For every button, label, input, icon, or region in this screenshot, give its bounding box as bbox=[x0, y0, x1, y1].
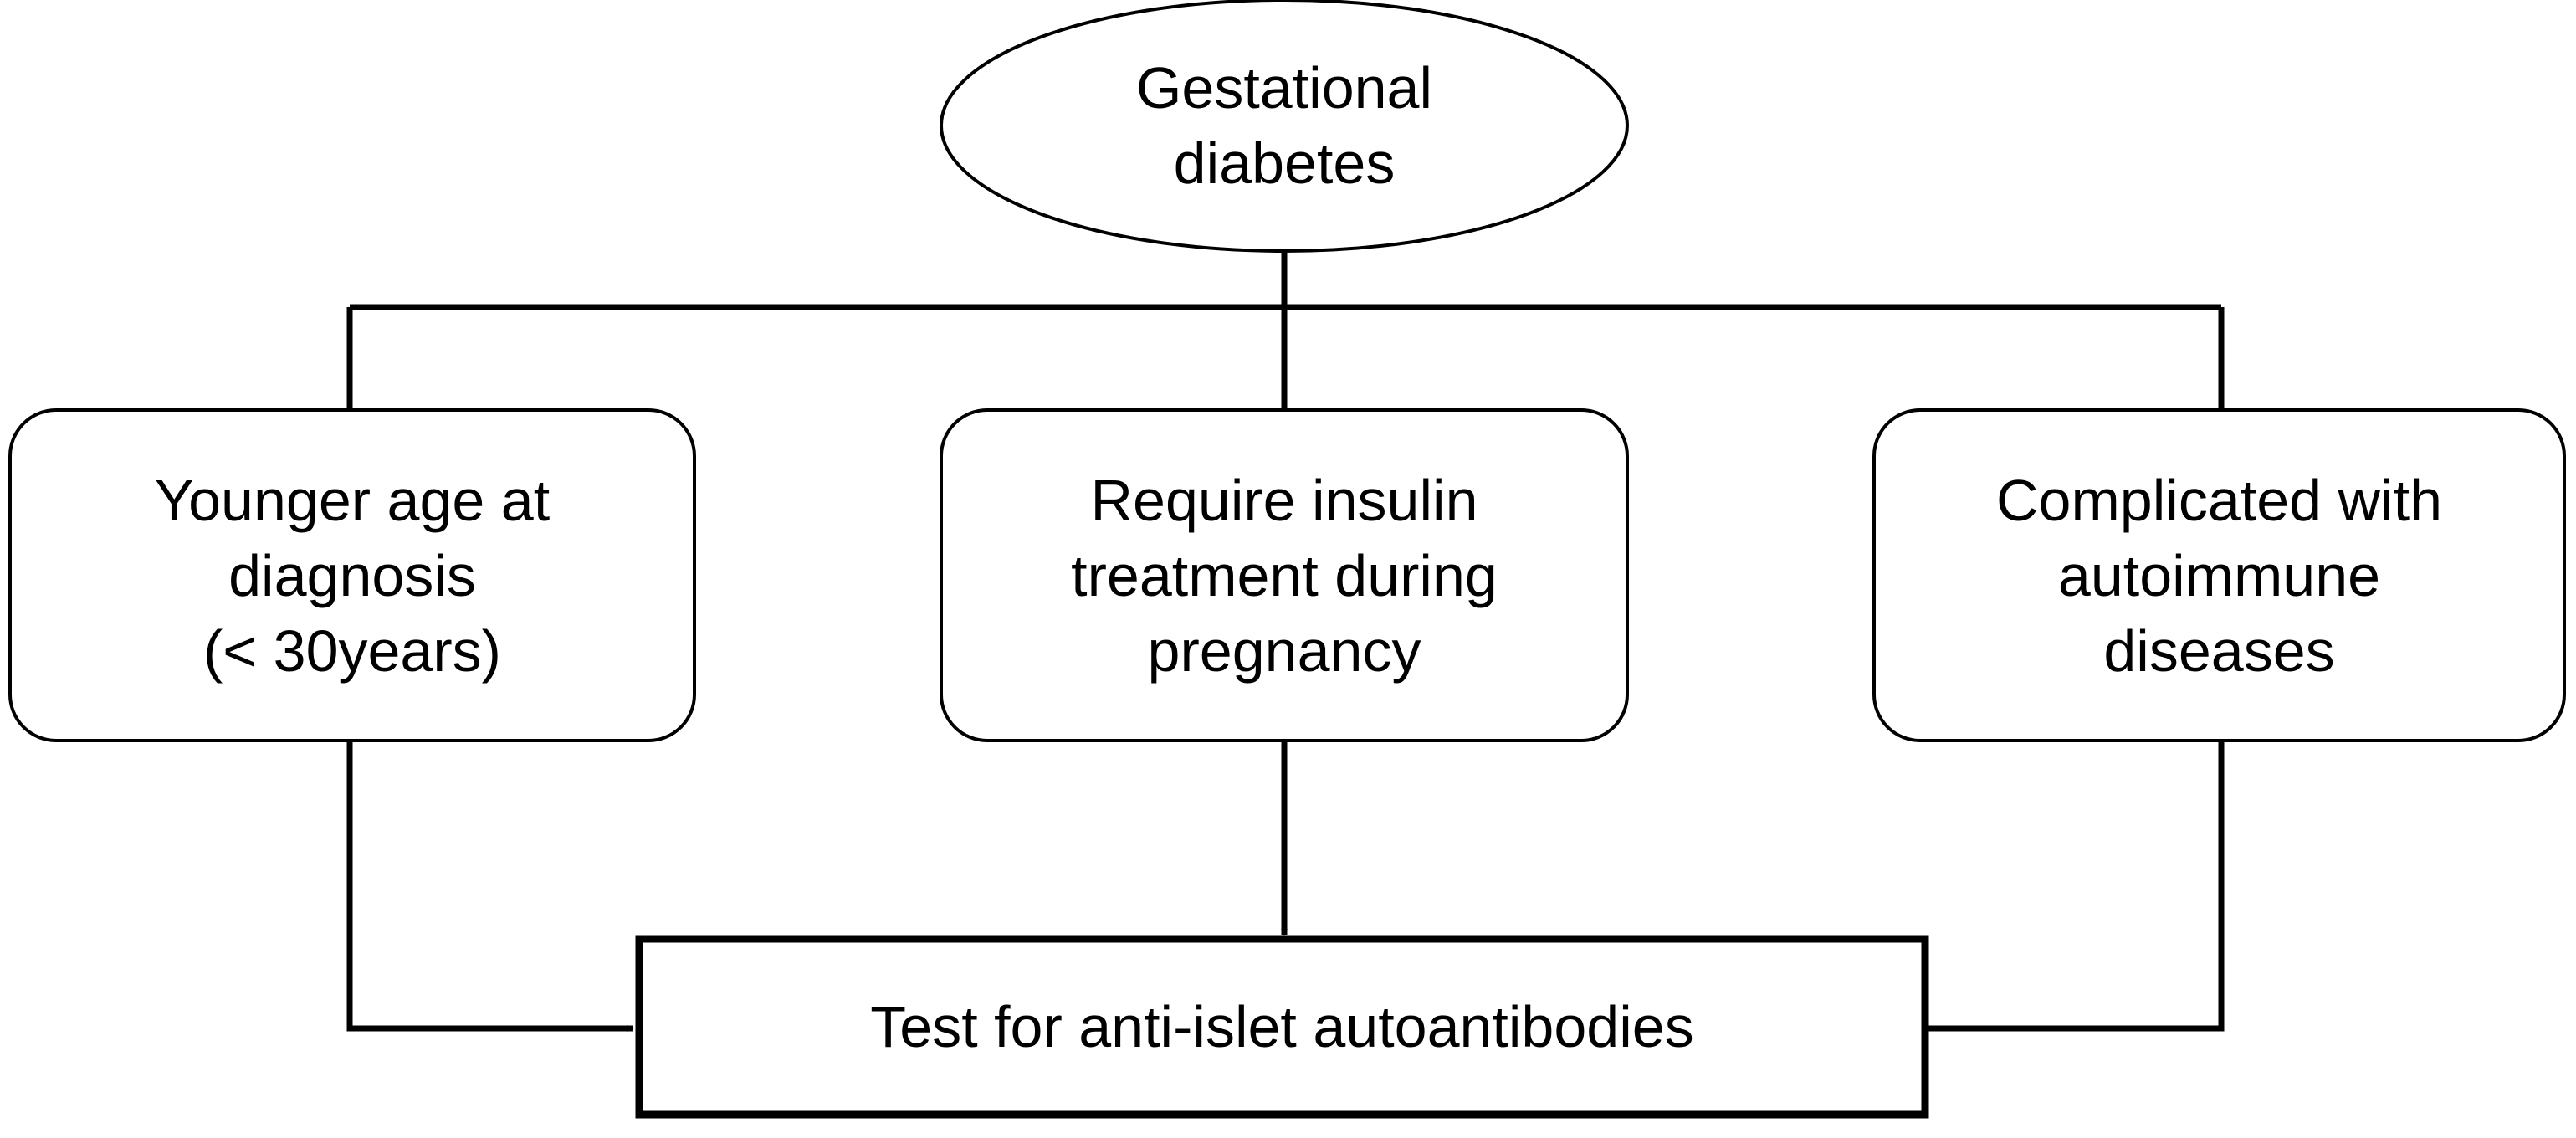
criterion-label-line: pregnancy bbox=[1147, 618, 1421, 684]
criterion-label-autoimmune: Complicated with autoimmune diseases bbox=[1874, 410, 2564, 741]
criterion-label-line: (< 30years) bbox=[203, 618, 501, 684]
criterion-label-line: Younger age at bbox=[154, 467, 551, 533]
criterion-label-insulin: Require insulin treatment during pregnan… bbox=[941, 410, 1627, 741]
criterion-label-line: autoimmune bbox=[2057, 542, 2381, 608]
criterion-label-line: treatment during bbox=[1071, 542, 1498, 608]
root-label-line: Gestational bbox=[1135, 55, 1433, 120]
root-node-label: Gestational diabetes bbox=[941, 42, 1627, 209]
outcome-label-text: Test for anti-islet autoantibodies bbox=[870, 994, 1694, 1059]
outcome-label: Test for anti-islet autoantibodies bbox=[639, 939, 1925, 1115]
criterion-label-line: Require insulin bbox=[1090, 467, 1478, 533]
outcome-box bbox=[635, 935, 1929, 1119]
criterion-label-line: diagnosis bbox=[228, 542, 476, 608]
criterion-label-line: Complicated with bbox=[1996, 467, 2442, 533]
criterion-label-line: diseases bbox=[2103, 618, 2335, 684]
root-label-line: diabetes bbox=[1173, 131, 1396, 196]
criterion-label-age: Younger age at diagnosis (< 30years) bbox=[10, 410, 694, 741]
arrow-autoimmune-to-outcome bbox=[1927, 741, 2225, 1032]
arrow-age-to-outcome bbox=[346, 741, 634, 1032]
